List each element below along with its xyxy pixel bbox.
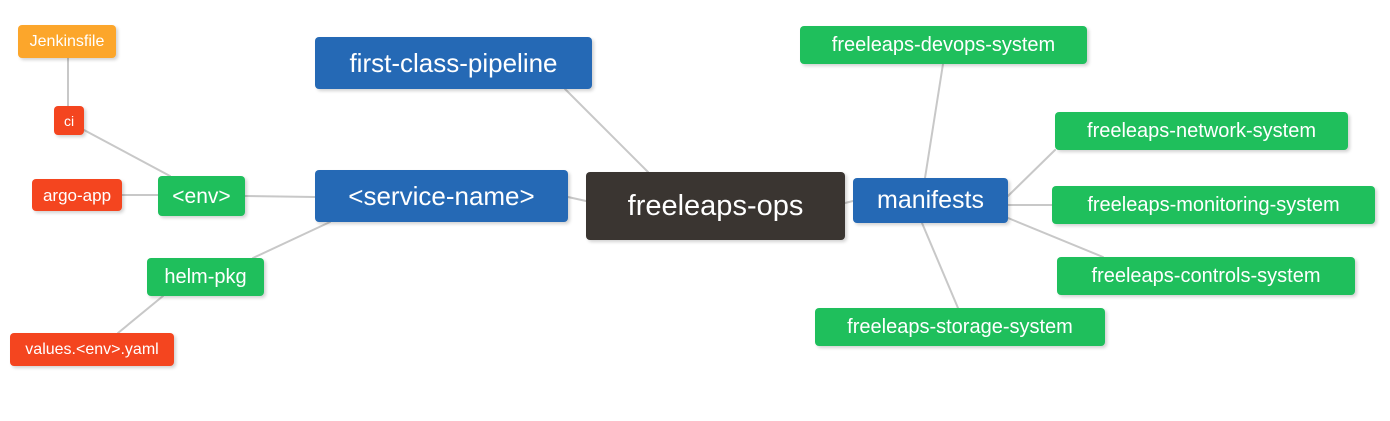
mindmap-node-helm-pkg[interactable]: helm-pkg <box>147 258 264 296</box>
edge-service-name-to-env <box>244 195 316 198</box>
mindmap-node-label: <service-name> <box>348 181 535 211</box>
mindmap-node-label: first-class-pipeline <box>349 48 558 78</box>
mindmap-node-values-env-yaml[interactable]: values.<env>.yaml <box>10 333 174 366</box>
mindmap-node-label: argo-app <box>42 185 112 205</box>
edge-manifests-to-freeleaps-network-system <box>1007 149 1056 197</box>
mindmap-node-label: Jenkinsfile <box>29 32 105 50</box>
edge-manifests-to-freeleaps-storage-system <box>921 222 959 309</box>
mindmap-node-jenkinsfile[interactable]: Jenkinsfile <box>18 25 116 58</box>
edge-freeleaps-ops-to-service-name <box>567 196 587 202</box>
mindmap-node-label: <env> <box>172 184 231 208</box>
mindmap-node-freeleaps-ops[interactable]: freeleaps-ops <box>586 172 845 240</box>
mindmap-node-freeleaps-devops-system[interactable]: freeleaps-devops-system <box>800 26 1087 64</box>
mindmap-node-freeleaps-monitoring-system[interactable]: freeleaps-monitoring-system <box>1052 186 1375 224</box>
edge-service-name-to-helm-pkg <box>252 221 331 259</box>
edge-freeleaps-ops-to-first-class-pipeline <box>564 88 649 173</box>
mindmap-node-ci[interactable]: ci <box>54 106 84 135</box>
edge-helm-pkg-to-values-env-yaml <box>117 295 164 334</box>
mindmap-node-service-name[interactable]: <service-name> <box>315 170 568 222</box>
mindmap-node-first-class-pipeline[interactable]: first-class-pipeline <box>315 37 592 89</box>
mindmap-node-label: freeleaps-devops-system <box>831 34 1056 56</box>
mindmap-node-label: ci <box>63 112 75 129</box>
mindmap-node-label: freeleaps-ops <box>627 189 804 222</box>
mindmap-node-label: values.<env>.yaml <box>25 340 159 358</box>
edge-env-to-ci <box>83 129 171 177</box>
mindmap-node-argo-app[interactable]: argo-app <box>32 179 122 211</box>
mindmap-node-freeleaps-storage-system[interactable]: freeleaps-storage-system <box>815 308 1105 346</box>
mindmap-node-freeleaps-controls-system[interactable]: freeleaps-controls-system <box>1057 257 1355 295</box>
mindmap-node-freeleaps-network-system[interactable]: freeleaps-network-system <box>1055 112 1348 150</box>
mindmap-node-label: freeleaps-controls-system <box>1091 265 1321 287</box>
mindmap-node-env[interactable]: <env> <box>158 176 245 216</box>
mindmap-node-label: helm-pkg <box>164 266 247 288</box>
mindmap-node-label: freeleaps-network-system <box>1087 120 1316 142</box>
edge-manifests-to-freeleaps-devops-system <box>924 63 944 179</box>
edge-freeleaps-ops-to-manifests <box>844 200 854 204</box>
mindmap-node-manifests[interactable]: manifests <box>853 178 1008 223</box>
mindmap-node-label: freeleaps-monitoring-system <box>1087 194 1340 216</box>
mindmap-node-label: freeleaps-storage-system <box>847 316 1073 338</box>
mindmap-node-label: manifests <box>877 186 984 214</box>
